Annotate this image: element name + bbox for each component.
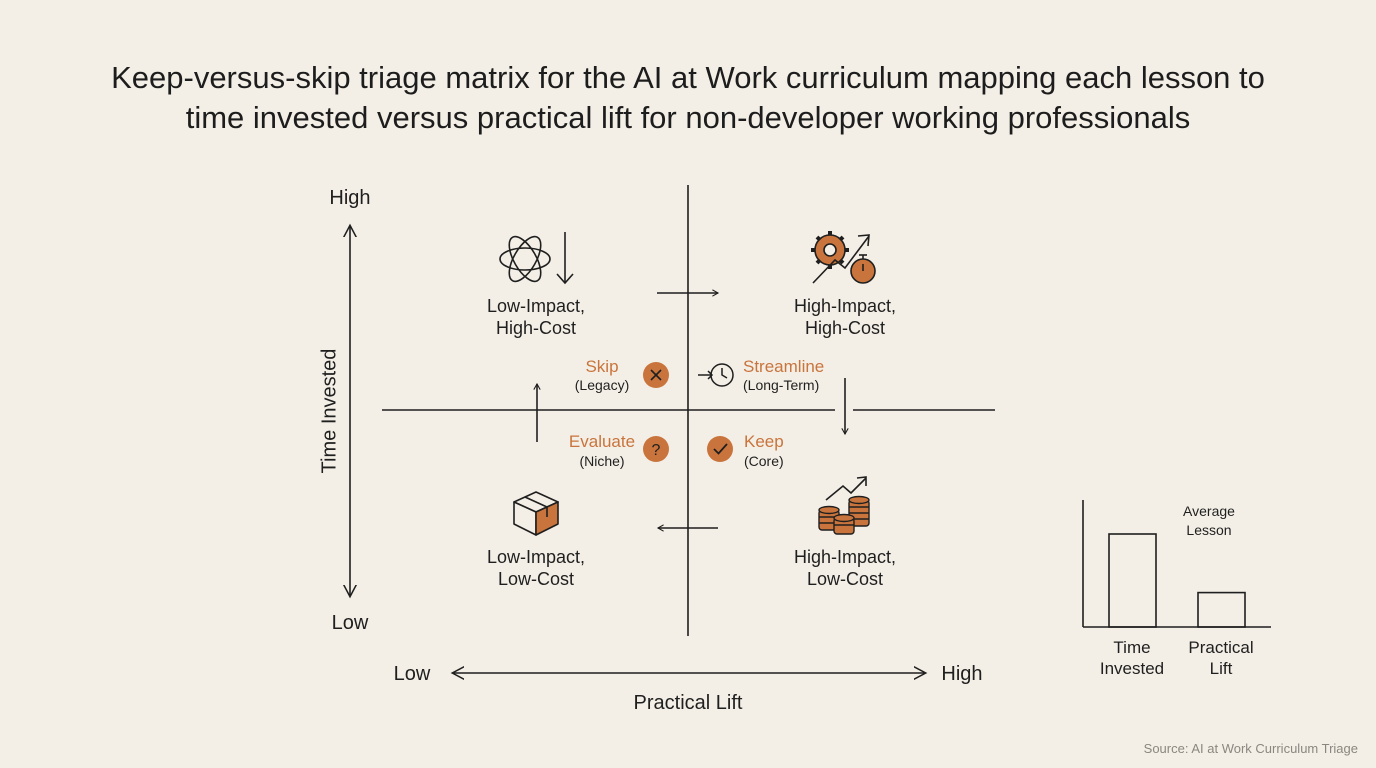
quadrant-top-left-label-line1: Low-Impact, — [487, 296, 585, 316]
title-line-2: time invested versus practical lift for … — [185, 100, 1191, 135]
action-skip-sub: (Legacy) — [575, 377, 629, 393]
page-title: Keep-versus-skip triage matrix for the A… — [60, 58, 1316, 138]
title-line-1: Keep-versus-skip triage matrix for the A… — [111, 60, 1265, 95]
mini-chart-category-0-line2: Invested — [1100, 659, 1164, 678]
action-keep-label: Keep — [744, 432, 784, 451]
action-evaluate-sub: (Niche) — [579, 453, 624, 469]
quadrant-top-right-label-line2: High-Cost — [805, 318, 885, 338]
action-evaluate-label: Evaluate — [569, 432, 635, 451]
y-axis-title: Time Invested — [318, 349, 340, 474]
source-note: Source: AI at Work Curriculum Triage — [1144, 741, 1358, 756]
gear-rising-arrow-stopwatch-icon — [811, 231, 876, 284]
quadrant-bottom-left-label-line2: Low-Cost — [498, 569, 574, 589]
quadrant-bottom-right-label-line1: High-Impact, — [794, 547, 896, 567]
x-axis-high-label: High — [941, 663, 982, 685]
x-axis-title: Practical Lift — [634, 692, 743, 714]
mini-chart-bar-time-invested — [1108, 533, 1157, 628]
mini-chart-category-1-line2: Lift — [1210, 659, 1233, 678]
tangled-orbit-down-arrow-icon — [499, 232, 574, 285]
mini-chart-annotation-line1: Average — [1183, 503, 1235, 519]
question-circle-icon: ? — [643, 436, 669, 462]
y-axis-high-label: High — [329, 187, 370, 209]
mini-chart-category-1-line1: Practical — [1188, 638, 1253, 657]
x-circle-icon — [643, 362, 669, 388]
quadrant-top-left-label-line2: High-Cost — [496, 318, 576, 338]
action-streamline-label: Streamline — [743, 357, 824, 376]
y-axis-low-label: Low — [332, 612, 369, 634]
quadrant-top-right-label-line1: High-Impact, — [794, 296, 896, 316]
x-axis-low-label: Low — [394, 663, 431, 685]
mini-chart-category-0-line1: Time — [1113, 638, 1150, 657]
action-skip-label: Skip — [585, 357, 618, 376]
check-circle-icon — [707, 436, 733, 462]
action-streamline-sub: (Long-Term) — [743, 377, 819, 393]
action-keep-sub: (Core) — [744, 453, 784, 469]
mini-bar-chart: Average Lesson Time Invested Practical L… — [1082, 500, 1271, 678]
mini-chart-bar-practical-lift — [1197, 591, 1246, 628]
svg-text:?: ? — [652, 442, 661, 459]
coins-rising-arrow-icon — [818, 476, 870, 535]
quadrant-bottom-right-label-line2: Low-Cost — [807, 569, 883, 589]
flow-arrows — [533, 289, 849, 532]
quadrant-bottom-left-label-line1: Low-Impact, — [487, 547, 585, 567]
box-icon — [513, 491, 559, 536]
mini-chart-annotation-line2: Lesson — [1186, 522, 1231, 538]
quadrant-dividers — [382, 185, 995, 636]
clock-arrow-icon — [698, 363, 734, 387]
